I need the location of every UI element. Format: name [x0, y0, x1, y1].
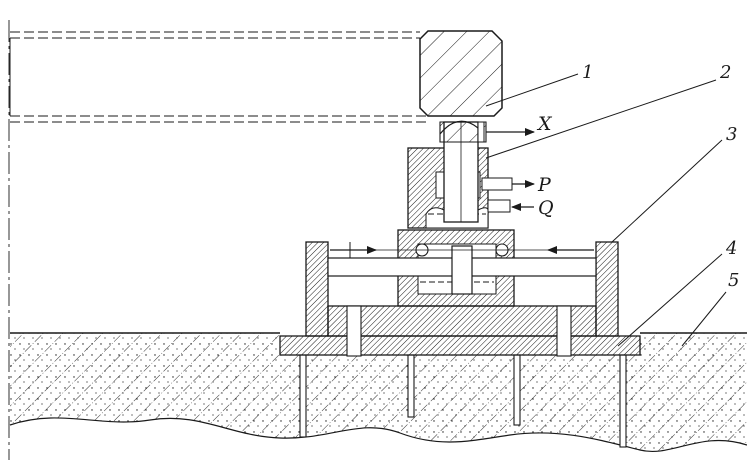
label-part-2: 2 — [719, 62, 731, 83]
label-force-p: P — [537, 174, 552, 196]
label-part-4: 4 — [725, 238, 737, 259]
leader-5 — [681, 291, 727, 347]
label-part-3: 3 — [726, 124, 737, 145]
leader-3 — [611, 139, 723, 243]
part-3-base-frame — [305, 229, 619, 337]
force-arrows — [486, 128, 535, 211]
label-part-5: 5 — [728, 270, 739, 291]
leader-1 — [485, 73, 579, 107]
part-1-load-block — [419, 30, 503, 117]
ground — [9, 332, 747, 452]
leader-4 — [617, 253, 723, 347]
label-part-1: 1 — [582, 62, 593, 83]
label-force-x: X — [536, 113, 553, 135]
leader-lines — [485, 73, 727, 347]
part-2-sensor-holder — [407, 120, 513, 229]
label-force-q: Q — [538, 197, 554, 219]
part-4-base-plate — [279, 305, 641, 357]
beam-outline — [9, 31, 430, 123]
leader-2 — [485, 79, 717, 159]
